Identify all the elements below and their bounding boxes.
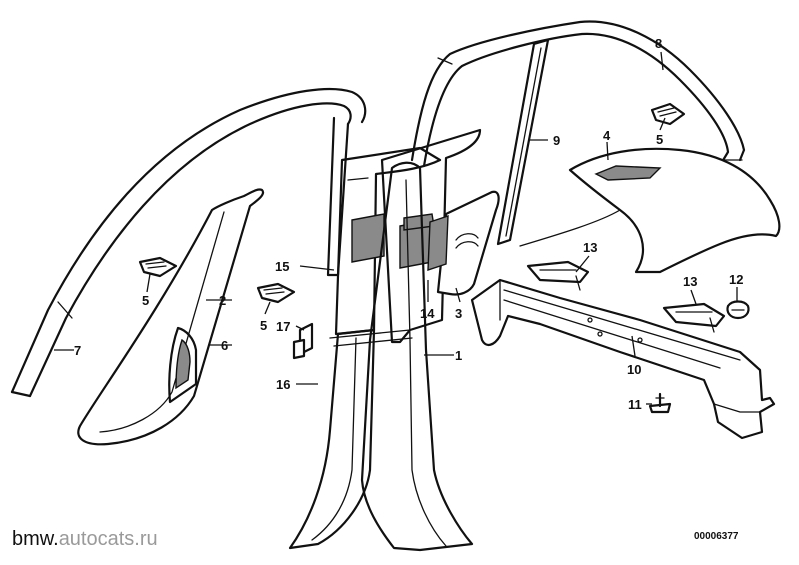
part-7-front-seal [10,87,367,398]
part-1-b-pillar-trim [329,161,474,552]
watermark-domain: autocats.ru [58,528,158,550]
callout-15: 15 [275,259,289,274]
callout-13: 13 [583,240,597,255]
callout-9: 9 [553,133,560,148]
watermark: bmw.autocats.ru [12,528,158,551]
callout-3: 3 [455,306,462,321]
callout-labels: 8 9 4 5 5 5 2 6 7 15 17 16 14 3 1 13 13 … [74,36,743,412]
part-5-clip-middle [256,282,296,304]
callout-17: 17 [276,319,290,334]
watermark-prefix: bmw. [12,528,59,550]
callout-1: 1 [455,348,462,363]
part-3-handle-trim [427,190,500,296]
callout-16: 16 [276,377,290,392]
callout-6: 6 [221,338,228,353]
drawing-code: 00006377 [694,531,739,542]
callout-14: 14 [420,306,435,321]
part-8-rear-seal [410,20,746,168]
callout-13: 13 [683,274,697,289]
callout-4: 4 [603,128,611,143]
callout-5: 5 [142,293,149,308]
callout-2: 2 [219,293,226,308]
leader-lines [54,51,738,405]
part-13-clip-a [526,260,590,291]
part-17-bracket [292,322,314,360]
part-6-corner-trim [168,326,198,404]
part-9-door-seal [496,38,550,246]
callout-11: 11 [628,397,642,412]
part-11-screw [648,392,672,414]
part-10-sill-rail [470,278,776,440]
callout-5: 5 [260,318,267,333]
part-5-clip-right [650,102,686,126]
callout-7: 7 [74,343,81,358]
part-12-push-clip [726,300,750,320]
part-13-clip-b [662,302,726,333]
callout-5: 5 [656,132,663,147]
callout-10: 10 [627,362,641,377]
part-2-a-pillar-trim [77,188,265,446]
part-16-b-pillar-lower-front [288,328,376,550]
part-15-b-pillar-upper [334,146,442,336]
part-4-c-pillar-trim [519,147,781,274]
callout-12: 12 [729,272,743,287]
part-5-clip-left [138,256,178,278]
callout-8: 8 [655,36,662,51]
